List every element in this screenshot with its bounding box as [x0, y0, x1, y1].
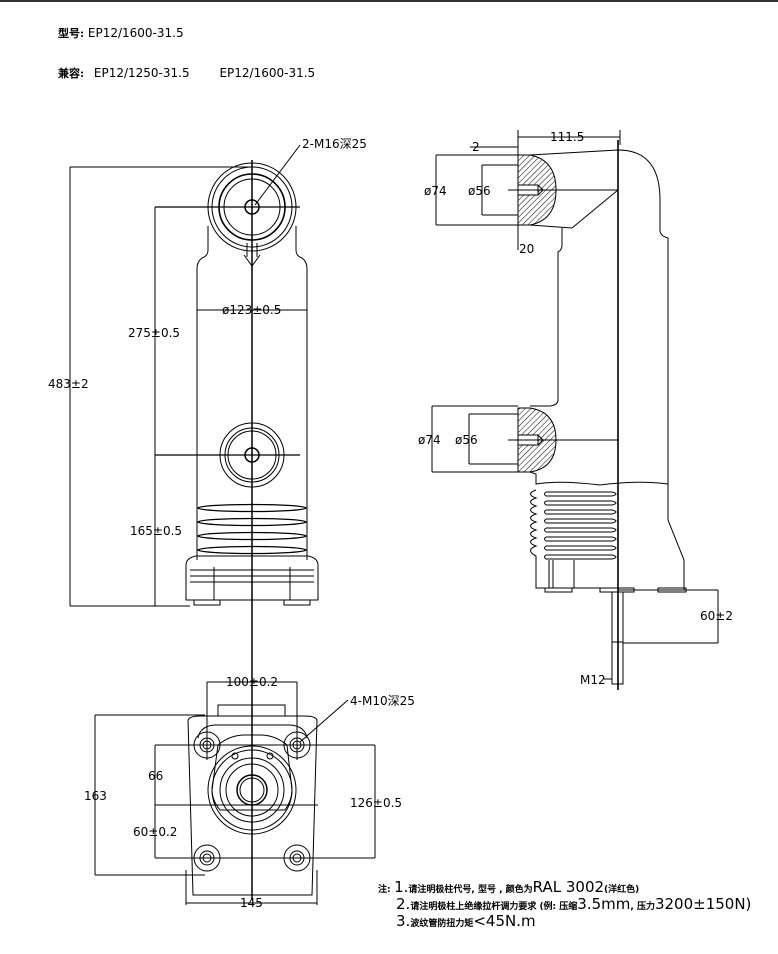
dim-side-offset: 2: [472, 140, 480, 154]
dim-bottom-overall-height: 163: [84, 789, 107, 803]
model-line: 型号: EP12/1600-31.5: [58, 25, 184, 41]
compat-label: 兼容:: [58, 67, 85, 80]
notes-label: 注:: [378, 885, 391, 895]
dim-outer-diameter-bottom: ø74: [418, 433, 441, 447]
note-3-num: 3.: [396, 912, 411, 930]
front-view: [69, 144, 319, 900]
dim-side-width: 111.5: [550, 130, 584, 144]
note-2-mid: , 压力: [630, 902, 655, 912]
dim-depth: 20: [519, 242, 534, 256]
bottom-view: [94, 681, 376, 905]
top-terminal: [155, 162, 300, 252]
middle-terminal: [155, 422, 300, 488]
dim-body-diameter: ø123±0.5: [222, 303, 281, 317]
base: [185, 555, 319, 606]
side-view: [431, 130, 719, 690]
note-1-suffix: (洋红色): [604, 885, 640, 895]
model-label: 型号:: [58, 27, 85, 40]
side-bellows-outer: [530, 489, 618, 589]
leader-m10: [299, 699, 349, 743]
compat-value-1: EP12/1250-31.5: [93, 66, 190, 80]
top-border: [0, 0, 778, 2]
bottom-thread-callout: 4-M10深25: [350, 694, 415, 708]
dim-inner-diameter-bottom: ø56: [455, 433, 478, 447]
dim-overall-height: 483±2: [48, 377, 89, 391]
note-2-value2: 3200±150N: [654, 895, 746, 913]
note-3-text: 波纹管防扭力矩: [410, 919, 474, 929]
body-outline: [196, 226, 308, 560]
bottom-outline: [187, 715, 318, 896]
side-housing-outline: [529, 149, 685, 591]
note-1-value: RAL 3002: [532, 878, 605, 896]
front-thread-callout: 2-M16深25: [302, 137, 367, 151]
note-1: 注: 1.请注明极柱代号, 型号 , 颜色为RAL 3002(洋红色): [378, 880, 751, 897]
dim-offset-lower: 60±0.2: [133, 825, 177, 839]
dim-hole-spacing-x: 100±0.2: [226, 675, 278, 689]
note-2-text: 请注明极柱上绝缘拉杆调力要求 (例: 压缩: [410, 902, 578, 912]
note-2-suffix: ): [745, 895, 752, 913]
side-bellows-fins: [544, 491, 617, 560]
bellows: [197, 503, 307, 555]
dim-outer-diameter-top: ø74: [424, 184, 447, 198]
dim-rod-thread: M12: [580, 673, 606, 687]
compat-line: 兼容: EP12/1250-31.5 EP12/1600-31.5: [58, 65, 315, 81]
dim-offset-upper: 66: [148, 769, 163, 783]
rod: [611, 591, 624, 685]
note-3-value: <45N.m: [473, 912, 536, 930]
compat-value-2: EP12/1600-31.5: [219, 66, 316, 80]
dim-hole-spacing-y: 126±0.5: [350, 796, 402, 810]
note-1-num: 1.: [394, 878, 409, 896]
bottom-outer-ring: [207, 745, 297, 835]
dim-inner-diameter-top: ø56: [468, 184, 491, 198]
note-1-text: 请注明极柱代号, 型号 , 颜色为: [408, 885, 533, 895]
dim-bottom-overall-width: 145: [240, 896, 263, 910]
note-3: 3.波纹管防扭力矩<45N.m: [378, 914, 751, 931]
dim-lower-height: 165±0.5: [130, 524, 182, 538]
note-2-num: 2.: [396, 895, 411, 913]
bottom-top-tab: [217, 704, 286, 716]
dim-rod-length: 60±2: [700, 609, 733, 623]
dim-terminal-spacing: 275±0.5: [128, 326, 180, 340]
notes-block: 注: 1.请注明极柱代号, 型号 , 颜色为RAL 3002(洋红色) 2.请注…: [378, 880, 751, 931]
leader-m16: [254, 144, 301, 206]
note-2-value: 3.5mm: [577, 895, 631, 913]
arrow-mark: [243, 243, 261, 267]
model-value: EP12/1600-31.5: [87, 26, 184, 40]
note-2: 2.请注明极柱上绝缘拉杆调力要求 (例: 压缩3.5mm, 压力3200±150…: [378, 897, 751, 914]
